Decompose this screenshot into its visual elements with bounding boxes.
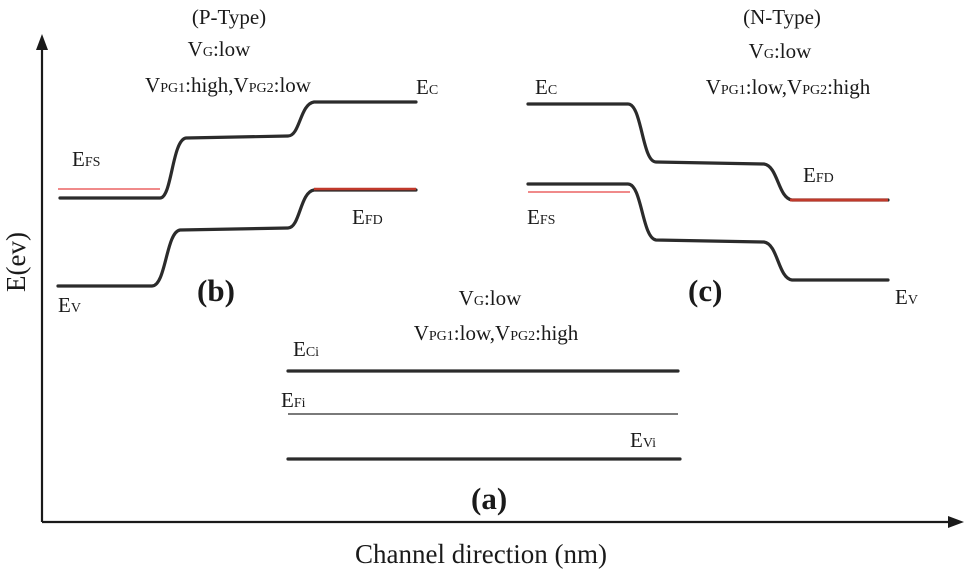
panel-c-vpg: VPG1:low,VPG2:high (706, 75, 871, 99)
panel-c-efd-label: EFD (803, 163, 834, 187)
panel-a-vg: VG:low (459, 286, 522, 310)
x-axis-arrow (948, 516, 964, 528)
panel-c-conduction-band (526, 102, 890, 202)
panel-b-vpg: VPG1:high,VPG2:low (145, 73, 312, 97)
panel-b-ev-label: EV (58, 293, 81, 317)
axes: E(ev) Channel direction (nm) (1, 34, 964, 569)
y-axis-label: E(ev) (1, 232, 31, 292)
panel-c-type: (N-Type) (743, 5, 821, 29)
panel-a-eci-label: ECi (293, 337, 319, 361)
panel-b-efs-label: EFS (72, 147, 100, 171)
panel-c-valence-band (526, 182, 890, 282)
panel-a-vpg: VPG1:low,VPG2:high (414, 321, 579, 345)
panel-a-efi-label: EFi (281, 388, 306, 412)
panel-c-ec-label: EC (535, 75, 557, 99)
panel-b-efd-label: EFD (352, 205, 383, 229)
panel-b-tag: (b) (197, 273, 235, 308)
panel-b-ec-label: EC (416, 75, 438, 99)
panel-b-conduction-band (58, 100, 418, 200)
panel-c-vg: VG:low (749, 39, 812, 63)
panel-b-valence-band (56, 188, 418, 288)
panel-a-evi-label: EVi (630, 428, 656, 452)
x-axis-label: Channel direction (nm) (355, 539, 607, 569)
panel-c-efs-label: EFS (527, 205, 555, 229)
panel-c-tag: (c) (688, 273, 722, 308)
panel-a: VG:low VPG1:low,VPG2:high ECi EFi EVi (a… (281, 286, 682, 516)
panel-a-tag: (a) (471, 481, 507, 516)
y-axis-arrow (36, 34, 48, 50)
panel-b: (P-Type) VG:low VPG1:high,VPG2:low EC EF… (56, 5, 438, 317)
panel-c: (N-Type) VG:low VPG1:low,VPG2:high EC EF… (526, 5, 918, 309)
panel-c-ev-label: EV (895, 285, 918, 309)
panel-b-vg: VG:low (188, 37, 251, 61)
panel-b-type: (P-Type) (192, 5, 266, 29)
